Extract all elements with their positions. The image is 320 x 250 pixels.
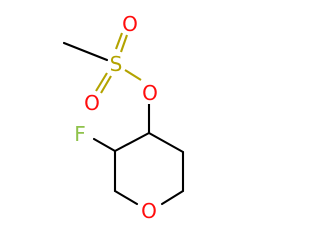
bond-c3-fluorine — [92, 137, 117, 153]
atom-fluorine: F — [74, 122, 86, 146]
molecule-structure-canvas: S O O O F O — [62, 12, 185, 223]
atom-oxygen-ester: O — [142, 81, 158, 105]
atom-oxygen-left: O — [84, 91, 100, 115]
atom-oxygen-ring: O — [141, 199, 157, 223]
atom-oxygen-top: O — [122, 12, 138, 36]
bond-sulfur-oxygen-top-a — [115, 32, 123, 50]
bond-sulfur-oxygen-ester — [124, 69, 142, 81]
bond-c4-c5 — [147, 131, 185, 154]
bond-methyl-sulfur — [62, 41, 109, 62]
bond-sulfur-oxygen-left-a — [95, 72, 108, 92]
bond-sulfur-oxygen-top-b — [120, 34, 128, 53]
bond-c4-c3 — [113, 131, 151, 153]
atom-labels: S O O O F O — [74, 12, 158, 223]
bond-sulfur-oxygen-left-b — [100, 75, 112, 94]
molecule-diagram: S O O O F O — [62, 12, 185, 223]
bond-c6-oxygen-ring — [160, 189, 185, 206]
bonds — [62, 32, 185, 206]
atom-sulfur: S — [110, 52, 123, 76]
bond-oxygen-ring-c2 — [113, 189, 139, 206]
